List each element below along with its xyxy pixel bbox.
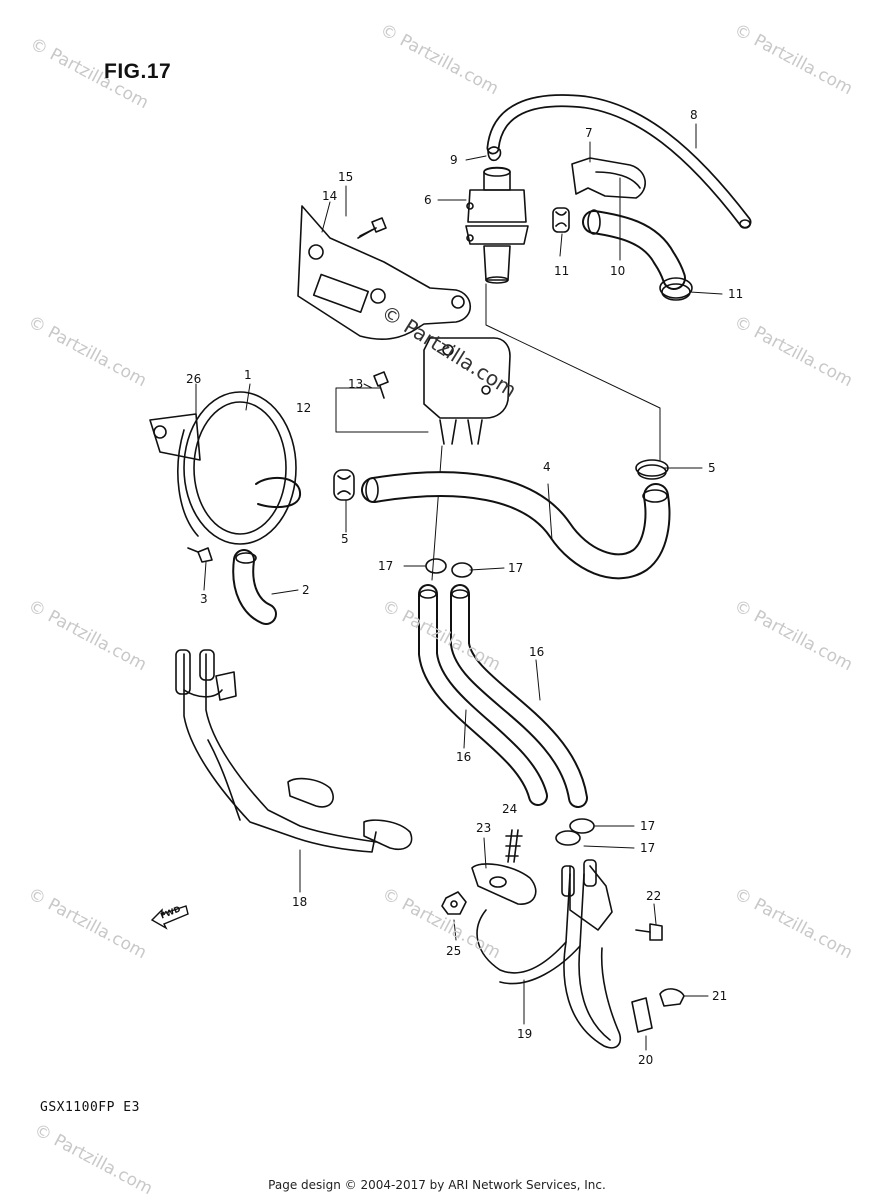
gasket-part-23[interactable] xyxy=(471,863,537,905)
page-footer: Page design © 2004-2017 by ARI Network S… xyxy=(268,1178,606,1192)
callout-17-b[interactable]: 17 xyxy=(508,561,524,575)
callout-2[interactable]: 2 xyxy=(302,583,310,597)
callout-10[interactable]: 10 xyxy=(610,264,626,278)
bolt-part-3[interactable] xyxy=(187,547,213,563)
reed-valve-part-6[interactable] xyxy=(465,166,529,284)
callout-18[interactable]: 18 xyxy=(292,895,308,909)
callout-5-left[interactable]: 5 xyxy=(341,532,349,546)
callout-4[interactable]: 4 xyxy=(543,460,551,474)
callout-12[interactable]: 12 xyxy=(296,401,312,415)
clip-part-21[interactable] xyxy=(659,988,685,1007)
callout-17-a[interactable]: 17 xyxy=(378,559,394,573)
clamp-part-17-lower-upper[interactable] xyxy=(569,818,595,834)
callout-17-c[interactable]: 17 xyxy=(640,819,656,833)
nut-part-25[interactable] xyxy=(441,891,467,915)
main-hose-part-4[interactable] xyxy=(361,471,671,580)
callout-17-d[interactable]: 17 xyxy=(640,841,656,855)
callout-25[interactable]: 25 xyxy=(446,944,462,958)
callout-8[interactable]: 8 xyxy=(690,108,698,122)
bracket-plate-part-14[interactable] xyxy=(297,205,472,341)
stud-part-24[interactable] xyxy=(505,829,523,863)
callout-20[interactable]: 20 xyxy=(638,1053,654,1067)
clamp-part-5-right[interactable] xyxy=(635,459,669,480)
callout-23[interactable]: 23 xyxy=(476,821,492,835)
callout-19[interactable]: 19 xyxy=(517,1027,533,1041)
callout-22[interactable]: 22 xyxy=(646,889,662,903)
callout-14[interactable]: 14 xyxy=(322,189,338,203)
clamp-part-17-lower-lower[interactable] xyxy=(555,830,581,846)
clamp-part-17-upper-right[interactable] xyxy=(451,562,473,578)
clip-part-9[interactable] xyxy=(487,146,502,162)
callout-11-lower[interactable]: 11 xyxy=(728,287,744,301)
elbow-hose-part-10[interactable] xyxy=(582,209,686,290)
pad-part-20[interactable] xyxy=(631,997,653,1033)
callout-15[interactable]: 15 xyxy=(338,170,354,184)
air-cleaner-part-1[interactable] xyxy=(149,391,302,545)
twin-hose-part-16[interactable] xyxy=(418,584,588,808)
figure-title: FIG.17 xyxy=(104,60,172,83)
callout-1[interactable]: 1 xyxy=(244,368,252,382)
bracket-part-7[interactable] xyxy=(571,157,646,199)
valve-body-part-12[interactable] xyxy=(423,337,511,445)
leader-lines xyxy=(195,123,723,1051)
callout-6[interactable]: 6 xyxy=(424,193,432,207)
fwd-arrow-icon xyxy=(150,905,189,930)
callout-16-lower[interactable]: 16 xyxy=(456,750,472,764)
clamp-part-17-upper-left[interactable] xyxy=(425,558,447,574)
callout-21[interactable]: 21 xyxy=(712,989,728,1003)
callout-5-right[interactable]: 5 xyxy=(708,461,716,475)
clamp-part-11-upper[interactable] xyxy=(552,207,570,233)
pipe-assembly-part-18[interactable] xyxy=(175,649,413,853)
callout-24[interactable]: 24 xyxy=(502,802,518,816)
bolt-part-22[interactable] xyxy=(635,923,663,941)
model-code: GSX1100FP E3 xyxy=(40,1100,140,1115)
clamp-part-5-left[interactable] xyxy=(333,469,355,501)
callout-7[interactable]: 7 xyxy=(585,126,593,140)
callout-11-upper[interactable]: 11 xyxy=(554,264,570,278)
short-hose-part-2[interactable] xyxy=(232,549,277,625)
hose-part-8[interactable] xyxy=(486,94,752,229)
callout-26[interactable]: 26 xyxy=(186,372,202,386)
callout-9[interactable]: 9 xyxy=(450,153,458,167)
bolt-part-13[interactable] xyxy=(373,371,389,399)
pipe-assembly-part-19[interactable] xyxy=(476,859,622,1049)
bolt-part-15[interactable] xyxy=(357,217,387,239)
callout-13[interactable]: 13 xyxy=(348,377,364,391)
callout-16-upper[interactable]: 16 xyxy=(529,645,545,659)
callout-3[interactable]: 3 xyxy=(200,592,208,606)
